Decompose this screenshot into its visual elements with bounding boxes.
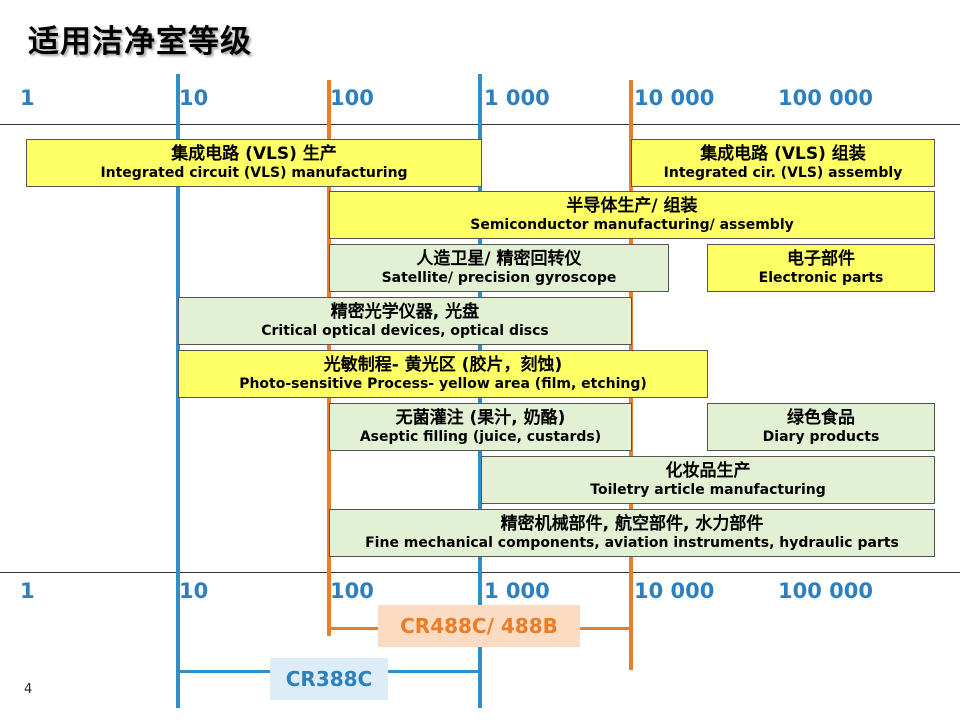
bar-label-en: Aseptic filling (juice, custards) bbox=[359, 428, 602, 445]
scale-bottom-100: 100 bbox=[330, 579, 374, 603]
bar-semiconductor: 半导体生产/ 组装 Semiconductor manufacturing/ a… bbox=[329, 191, 935, 239]
bar-satellite: 人造卫星/ 精密回转仪 Satellite/ precision gyrosco… bbox=[329, 244, 669, 292]
scale-bottom-10000: 10 000 bbox=[634, 579, 715, 603]
bar-label-zh: 人造卫星/ 精密回转仪 bbox=[416, 249, 582, 270]
bar-ic-manufacturing: 集成电路 (VLS) 生产 Integrated circuit (VLS) m… bbox=[26, 139, 482, 187]
bar-label-zh: 精密光学仪器, 光盘 bbox=[330, 302, 480, 323]
bar-label-zh: 集成电路 (VLS) 生产 bbox=[171, 144, 337, 165]
scale-top-10: 10 bbox=[179, 86, 209, 110]
scale-top-100: 100 bbox=[330, 86, 374, 110]
bar-label-en: Integrated cir. (VLS) assembly bbox=[663, 164, 903, 181]
cr388-label: CR388C bbox=[270, 658, 388, 700]
scale-bottom-10: 10 bbox=[179, 579, 209, 603]
scale-bottom-1000: 1 000 bbox=[484, 579, 550, 603]
bar-label-en: Semiconductor manufacturing/ assembly bbox=[470, 216, 794, 233]
bar-label-en: Photo-sensitive Process- yellow area (fi… bbox=[239, 375, 647, 392]
bar-label-en: Diary products bbox=[762, 428, 880, 445]
bar-label-en: Fine mechanical components, aviation ins… bbox=[365, 534, 899, 551]
bar-toiletry: 化妆品生产 Toiletry article manufacturing bbox=[481, 456, 935, 504]
bar-label-zh: 绿色食品 bbox=[787, 408, 855, 429]
bar-label-zh: 光敏制程- 黄光区 (胶片，刻蚀) bbox=[323, 355, 563, 376]
bar-label-zh: 电子部件 bbox=[787, 249, 855, 270]
bar-label-zh: 半导体生产/ 组装 bbox=[566, 196, 698, 217]
scale-bottom-1: 1 bbox=[20, 579, 35, 603]
bar-label-en: Satellite/ precision gyroscope bbox=[381, 269, 617, 286]
bar-ic-assembly: 集成电路 (VLS) 组装 Integrated cir. (VLS) asse… bbox=[631, 139, 935, 187]
bar-label-zh: 无菌灌注 (果汁, 奶酪) bbox=[395, 408, 566, 429]
scale-top-1: 1 bbox=[20, 86, 35, 110]
scale-top-100000: 100 000 bbox=[778, 86, 873, 110]
page-number: 4 bbox=[24, 682, 33, 697]
bar-label-zh: 精密机械部件, 航空部件, 水力部件 bbox=[500, 514, 764, 535]
bar-electronic-parts: 电子部件 Electronic parts bbox=[707, 244, 935, 292]
bar-label-en: Critical optical devices, optical discs bbox=[261, 322, 549, 339]
bar-label-en: Integrated circuit (VLS) manufacturing bbox=[100, 164, 408, 181]
bar-photo-sensitive: 光敏制程- 黄光区 (胶片，刻蚀) Photo-sensitive Proces… bbox=[178, 350, 708, 398]
bar-label-zh: 集成电路 (VLS) 组装 bbox=[700, 144, 866, 165]
bar-fine-mechanical: 精密机械部件, 航空部件, 水力部件 Fine mechanical compo… bbox=[329, 509, 935, 557]
scale-bottom-100000: 100 000 bbox=[778, 579, 873, 603]
bar-label-zh: 化妆品生产 bbox=[665, 461, 751, 482]
bar-label-en: Electronic parts bbox=[758, 269, 884, 286]
page-title: 适用洁净室等级 bbox=[28, 24, 252, 60]
bar-label-en: Toiletry article manufacturing bbox=[590, 481, 826, 498]
bar-dairy-products: 绿色食品 Diary products bbox=[707, 403, 935, 451]
scale-top-1000: 1 000 bbox=[484, 86, 550, 110]
cr488-label: CR488C/ 488B bbox=[378, 605, 580, 647]
bar-optical-devices: 精密光学仪器, 光盘 Critical optical devices, opt… bbox=[178, 297, 632, 345]
bar-aseptic-filling: 无菌灌注 (果汁, 奶酪) Aseptic filling (juice, cu… bbox=[329, 403, 632, 451]
scale-top-10000: 10 000 bbox=[634, 86, 715, 110]
